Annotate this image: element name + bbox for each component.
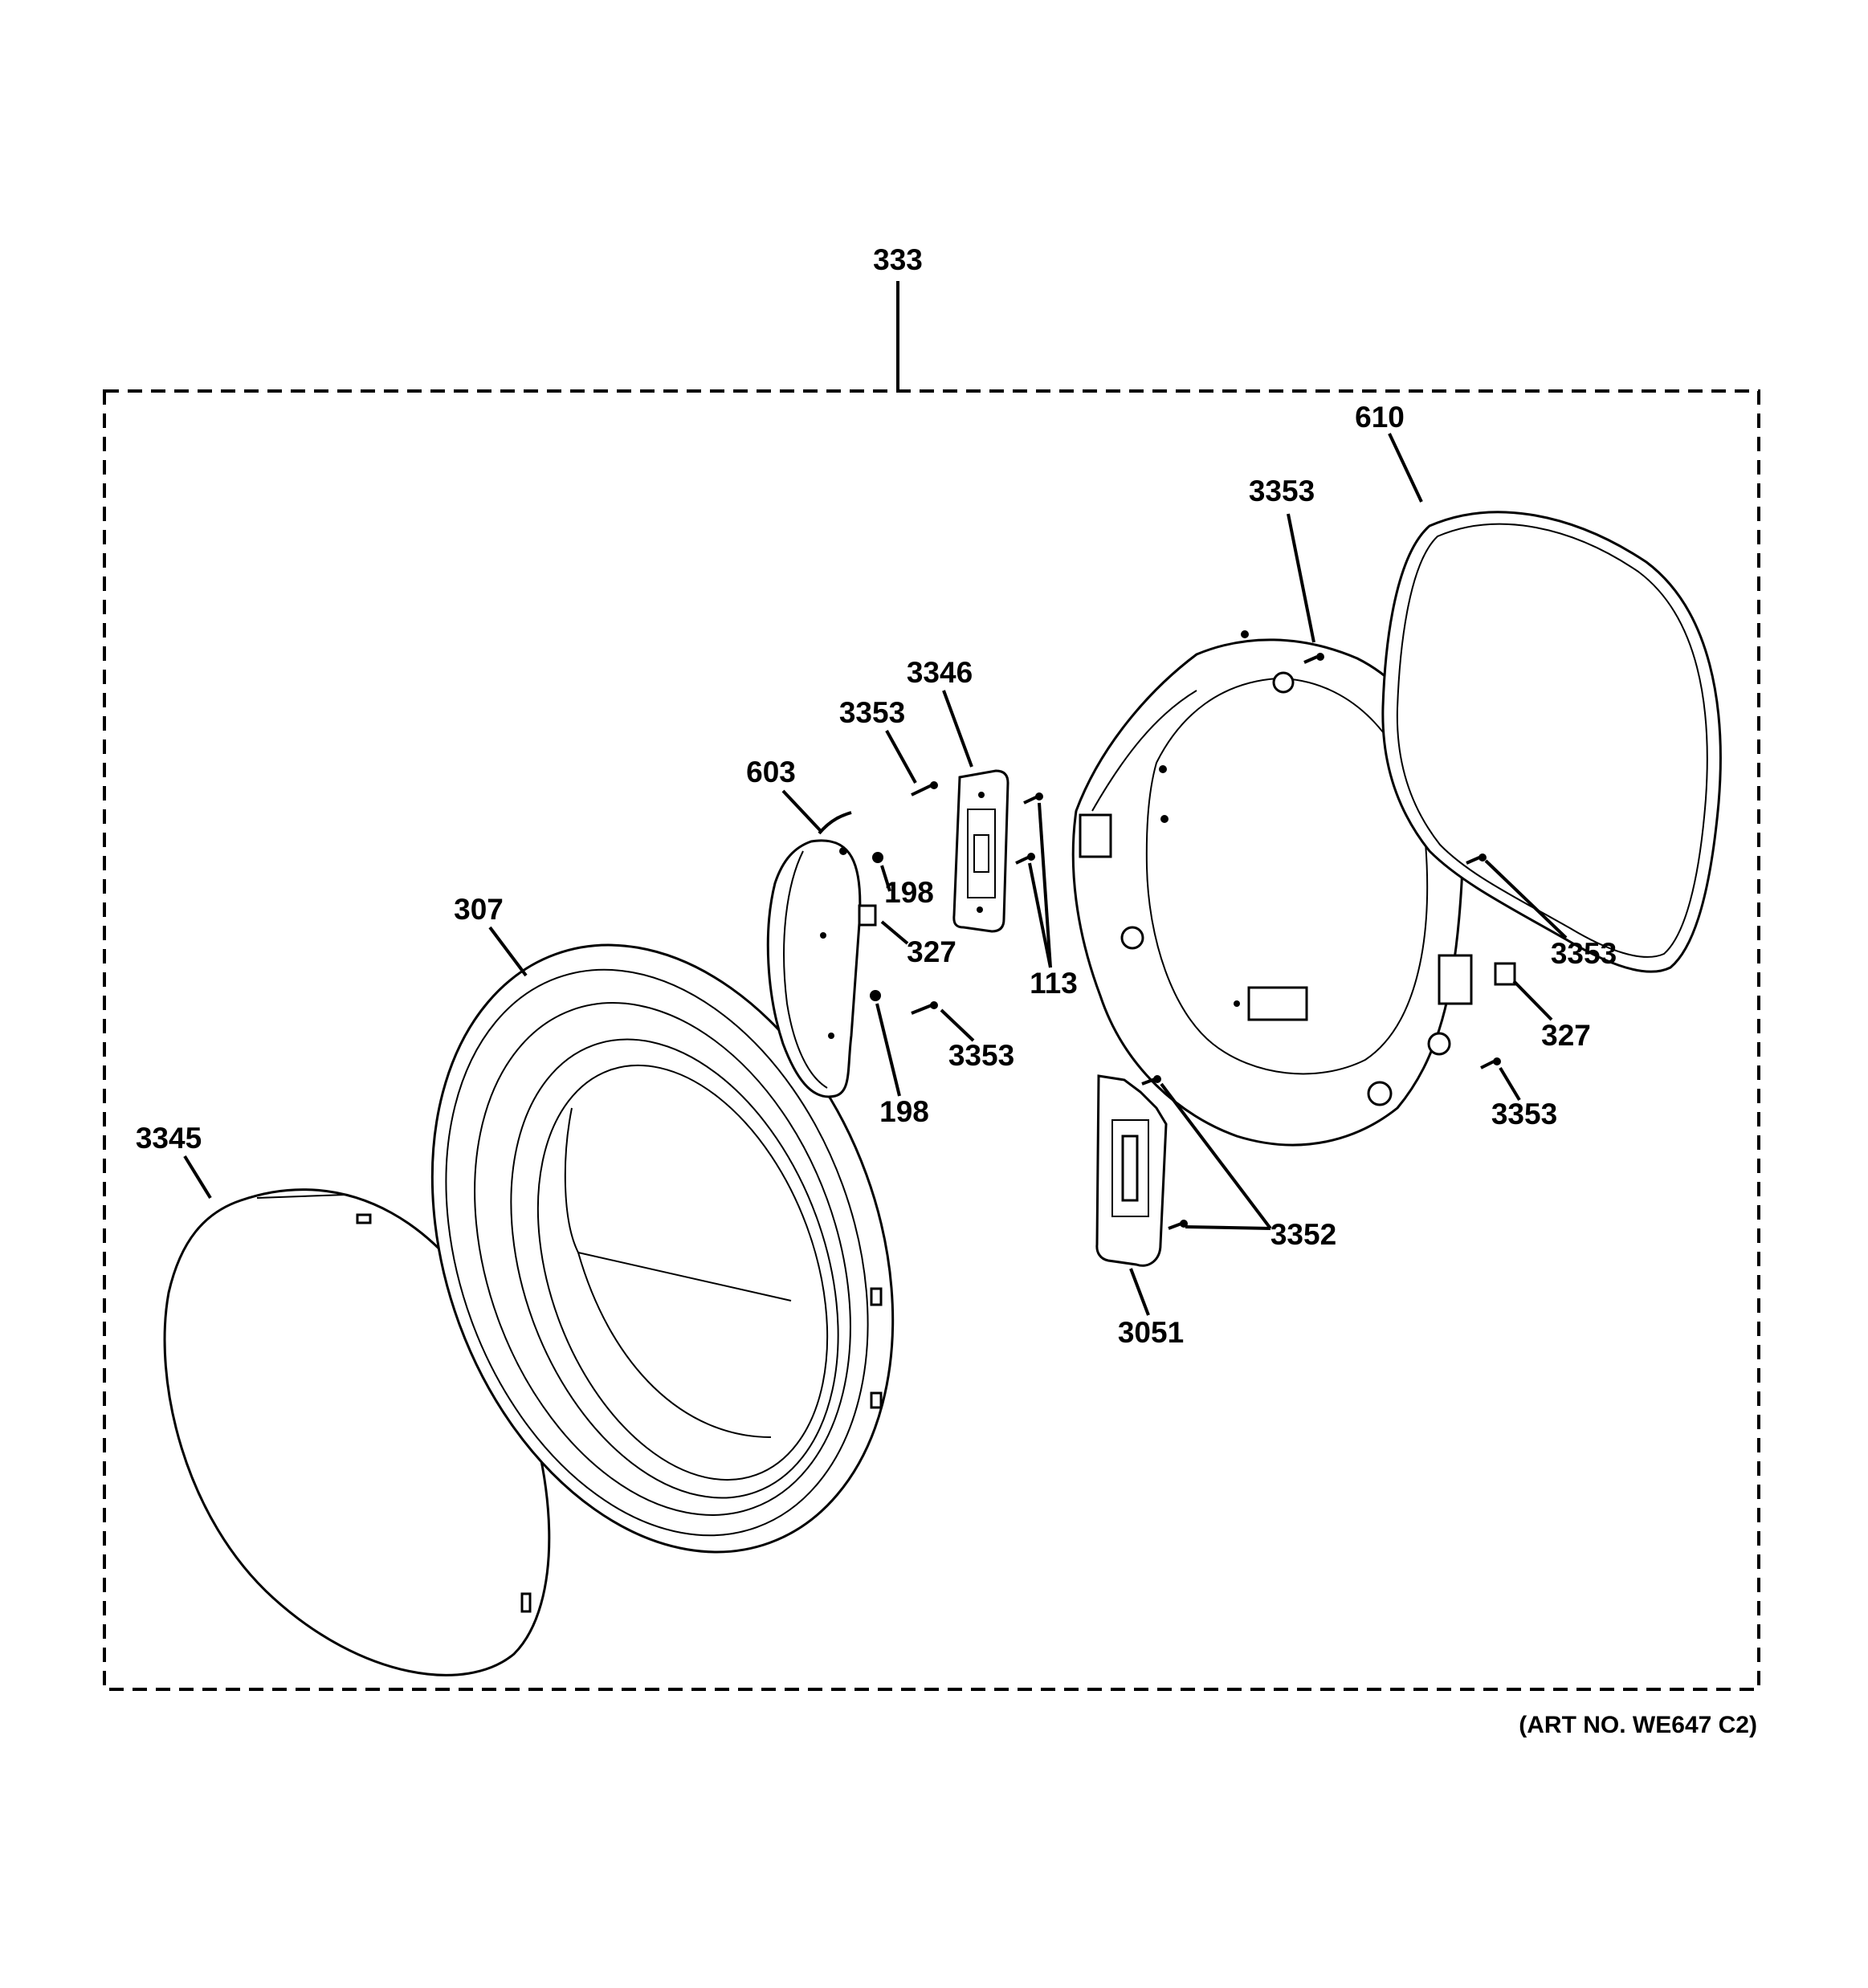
screw-198-upper <box>872 852 883 863</box>
callout-3353-label: 3353 <box>839 696 905 729</box>
clip-327-left <box>858 904 877 927</box>
callout-3352-label: 3352 <box>1270 1218 1336 1251</box>
callout-307-label: 307 <box>454 893 504 926</box>
callout-198-label: 198 <box>884 876 934 909</box>
part-307-door-ring <box>430 943 895 1554</box>
part-3346-plate <box>952 769 1009 933</box>
callout-3345-label: 3345 <box>136 1122 202 1155</box>
callout-3353-label: 3353 <box>1551 937 1617 970</box>
leader-lines <box>183 433 1568 1316</box>
callout-3051-label: 3051 <box>1118 1316 1184 1349</box>
screw-113-lower <box>1015 853 1035 865</box>
callout-333-label: 333 <box>873 243 923 276</box>
assembly-boundary <box>103 389 1760 1691</box>
screw-3353-handle-top <box>911 781 938 796</box>
callout-327-label: 327 <box>1541 1019 1591 1052</box>
callout-610-label: 610 <box>1355 401 1405 434</box>
callout-113-label: 113 <box>1030 967 1078 1000</box>
screw-3353-frame-right <box>1466 853 1487 865</box>
part-603-door-handle <box>766 811 862 1098</box>
screw-3353-frame-bottom-right <box>1480 1057 1501 1069</box>
screw-198-lower <box>870 990 881 1001</box>
callout-327-label: 327 <box>907 935 956 968</box>
callout-3353-label: 3353 <box>1249 475 1315 507</box>
screw-3353-handle-bottom <box>911 1001 938 1015</box>
callout-3353-label: 3353 <box>1491 1098 1557 1130</box>
screw-3353-frame-top <box>1303 653 1324 664</box>
part-610-gasket <box>1381 511 1722 973</box>
clip-327-right <box>1494 962 1516 986</box>
screw-3352-lower <box>1168 1220 1188 1230</box>
screw-3352-upper <box>1141 1075 1161 1086</box>
callout-3353-label: 3353 <box>948 1039 1014 1072</box>
callout-3346-label: 3346 <box>907 656 973 689</box>
part-inner-door-frame <box>1071 630 1473 1147</box>
screw-113-upper <box>1023 792 1043 805</box>
callout-198-label: 198 <box>879 1095 929 1128</box>
art-number: (ART NO. WE647 C2) <box>1519 1712 1757 1738</box>
callout-603-label: 603 <box>746 756 796 788</box>
part-3051-hinge <box>1095 1074 1168 1267</box>
